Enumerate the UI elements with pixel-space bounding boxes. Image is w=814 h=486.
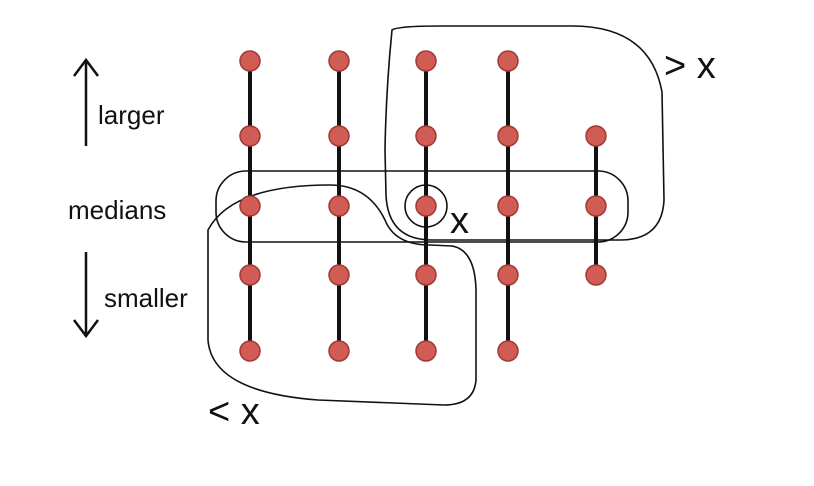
element-node — [415, 125, 437, 147]
down-arrow-icon — [73, 252, 99, 339]
element-node — [328, 264, 350, 286]
x-label: x — [450, 200, 469, 242]
element-node — [415, 340, 437, 362]
element-node — [328, 195, 350, 217]
larger-label: larger — [98, 100, 165, 130]
element-node — [415, 195, 437, 217]
less-than-x-label: < x — [208, 391, 260, 433]
element-node — [415, 264, 437, 286]
greater-region-outline — [384, 25, 665, 241]
element-node — [239, 340, 261, 362]
element-node — [585, 125, 607, 147]
element-node — [585, 264, 607, 286]
element-node — [585, 195, 607, 217]
greater-than-x-label: > x — [664, 45, 716, 87]
median-of-medians-ring — [404, 184, 448, 228]
element-node — [415, 50, 437, 72]
element-node — [497, 125, 519, 147]
element-node — [497, 340, 519, 362]
columns-group — [239, 50, 607, 362]
smaller-label: smaller — [104, 283, 188, 313]
element-node — [328, 125, 350, 147]
element-node — [239, 264, 261, 286]
element-node — [239, 125, 261, 147]
medians-label: medians — [68, 195, 166, 225]
element-node — [497, 264, 519, 286]
element-node — [497, 50, 519, 72]
element-node — [239, 195, 261, 217]
element-node — [328, 340, 350, 362]
element-node — [328, 50, 350, 72]
less-region-outline — [207, 184, 477, 406]
up-arrow-icon — [73, 57, 99, 146]
element-node — [239, 50, 261, 72]
medians-row-outline — [215, 170, 629, 243]
element-node — [497, 195, 519, 217]
